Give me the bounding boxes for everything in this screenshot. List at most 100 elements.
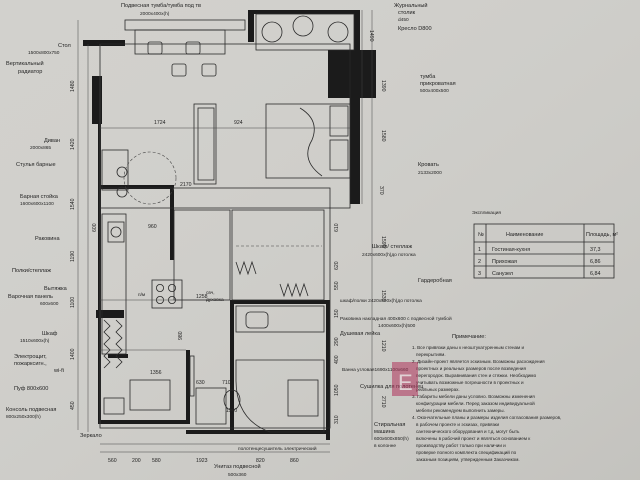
explication-frame <box>473 223 615 279</box>
dim-820: 820 <box>256 458 265 464</box>
dim-1050: 1050 <box>334 384 340 396</box>
dim-1590: 1590 <box>380 236 386 248</box>
watermark-logo <box>392 362 418 396</box>
dim-1258: 1258 <box>196 294 208 300</box>
dim-1540: 1540 <box>70 198 76 210</box>
label-table-size: 1500х800х750 <box>28 50 60 56</box>
dim-370: 370 <box>378 186 384 195</box>
dim-1356: 1356 <box>150 370 162 376</box>
label-bathtub: Ванна угловая1690х1100х660 <box>342 367 409 373</box>
label-dw-2: духовка <box>206 298 224 303</box>
explication-header-name: Наименование <box>506 232 543 238</box>
notes-line: реальных размерах. <box>416 387 460 392</box>
label-shower: Душевая лейка <box>340 330 381 337</box>
notes-line: мебели рекомендуем выполнить замеры. <box>416 408 505 413</box>
label-table: Стол <box>58 43 71 49</box>
notes-line: в рабочем проекте и эскизах, привязки <box>416 422 500 427</box>
notes-line: проверке полного комплекта спецификаций … <box>416 449 517 455</box>
notes-line: производству работ только при наличии и <box>416 443 506 448</box>
label-bar-stools: Стулья барные <box>16 162 56 168</box>
label-hanging-cabinet: Подвесная тумба/тумба под тв <box>121 3 201 9</box>
explication-row-2-num: 2 <box>478 259 481 265</box>
notes-line: перекрытиям. <box>416 352 446 357</box>
walls <box>83 10 376 440</box>
label-radiator: Вертикальный <box>6 60 44 67</box>
label-bed-size: 2133х2000 <box>418 170 442 176</box>
label-wardrobe-top: Шкаф/ стеллаж <box>372 244 412 250</box>
dim-1190: 1190 <box>70 251 76 262</box>
dim-1210: 1210 <box>380 340 386 352</box>
label-cabinet: Шкаф <box>42 331 58 337</box>
notes-line: сантехнического оборудования и т.д. могу… <box>416 429 520 434</box>
dim-600: 600 <box>92 223 98 232</box>
label-cabinet-size: 1510х600х(h) <box>20 338 50 344</box>
notes-line: 3. Габариты мебели даны условно. Возможн… <box>412 394 535 399</box>
label-bar-counter-size: 1600х600х1100 <box>20 201 54 207</box>
label-coffee-table-size: d450 <box>398 17 409 23</box>
label-console-size: 800х250х300(h) <box>6 414 41 420</box>
label-dw: свч, <box>206 291 215 296</box>
label-bedside: тумба <box>420 74 436 80</box>
dim-1530: 1530 <box>380 290 386 302</box>
label-hob: Варочная панель <box>8 294 53 300</box>
dim-310: 310 <box>334 415 340 424</box>
notes-line: 2. Дизайн-проект является эскизным. Возм… <box>412 358 545 364</box>
label-toilet-size: 500х360 <box>228 472 247 478</box>
label-armchair: Кресло D800 <box>398 26 432 32</box>
notes-title: Примечание: <box>452 334 486 340</box>
label-bedside-2: прикроватная <box>420 81 456 87</box>
notes-line: включены в рабочий проект и являться осн… <box>416 435 531 441</box>
label-bar-counter: Барная стойка <box>20 193 59 200</box>
label-sofa-size: 2000х865 <box>30 145 51 151</box>
label-sink: Раковина <box>35 236 60 242</box>
label-hob-size: 600х600 <box>40 301 59 307</box>
explication-row-3-name: Санузел <box>492 271 513 277</box>
label-coffee-table-2: столик <box>398 10 416 16</box>
label-tv: TV <box>96 42 103 48</box>
dimension-lines <box>77 10 373 453</box>
dim-960: 960 <box>148 224 157 230</box>
label-washer: Стиральная <box>374 422 405 428</box>
label-pouf: Пуф 800х600 <box>14 386 48 392</box>
dim-1923: 1923 <box>196 458 208 464</box>
label-wardrobe-shelves: шкаф/полки 2420х500х(h)до потолка <box>340 298 422 304</box>
dim-1490: 1490 <box>368 30 374 42</box>
label-hood: Вытяжка <box>44 286 68 292</box>
dim-1580: 1580 <box>380 130 386 142</box>
dim-710: 710 <box>222 380 231 386</box>
dimension-values: 1724 924 2170 1258 1356 960 630 710 560 … <box>70 30 386 464</box>
dim-2170: 2170 <box>180 182 192 188</box>
label-radiator-2: радиатор <box>18 69 42 75</box>
dim-1100: 1100 <box>70 297 76 308</box>
dim-560: 560 <box>108 458 117 464</box>
explication-row-1-area: 37,3 <box>590 247 601 253</box>
dim-1420: 1420 <box>70 138 76 150</box>
dim-1400: 1400 <box>70 348 76 360</box>
label-floor-heating: полотенцесушитель электрический <box>238 445 317 452</box>
label-toilet: Унитаз подвесной <box>214 463 261 470</box>
dim-1724: 1724 <box>154 120 166 126</box>
watermark: E <box>392 362 418 396</box>
dim-2710: 2710 <box>380 396 386 408</box>
explication-row-2-area: 6,86 <box>590 259 601 265</box>
explication-header-area: Площадь, м² <box>586 232 618 238</box>
label-electric-panel-3: wi-fi <box>53 368 64 374</box>
label-pm: п/м <box>138 292 145 298</box>
dim-550: 550 <box>334 281 340 290</box>
dim-980: 980 <box>178 331 184 340</box>
dim-1480: 1480 <box>70 80 76 92</box>
dim-290: 290 <box>334 337 340 346</box>
explication-header-num: № <box>478 232 484 238</box>
explication-table: Экспликация № Наименование Площадь, м² 1… <box>472 210 618 279</box>
dim-620: 620 <box>334 261 340 270</box>
label-electric-panel-2: пожарксигн., <box>14 361 47 367</box>
explication-title: Экспликация <box>472 210 501 216</box>
dim-924: 924 <box>234 120 243 126</box>
explication-row-1-name: Гостиная-кухня <box>492 247 530 253</box>
dim-580: 580 <box>152 458 161 464</box>
notes-block: Примечание: 1. Все привязки даны к неошт… <box>412 334 561 462</box>
label-dressing: Гардеробная <box>418 278 452 284</box>
notes-line: заказным позициям, утвержденным Заказчик… <box>416 457 520 462</box>
label-bed: Кровать <box>418 162 439 168</box>
